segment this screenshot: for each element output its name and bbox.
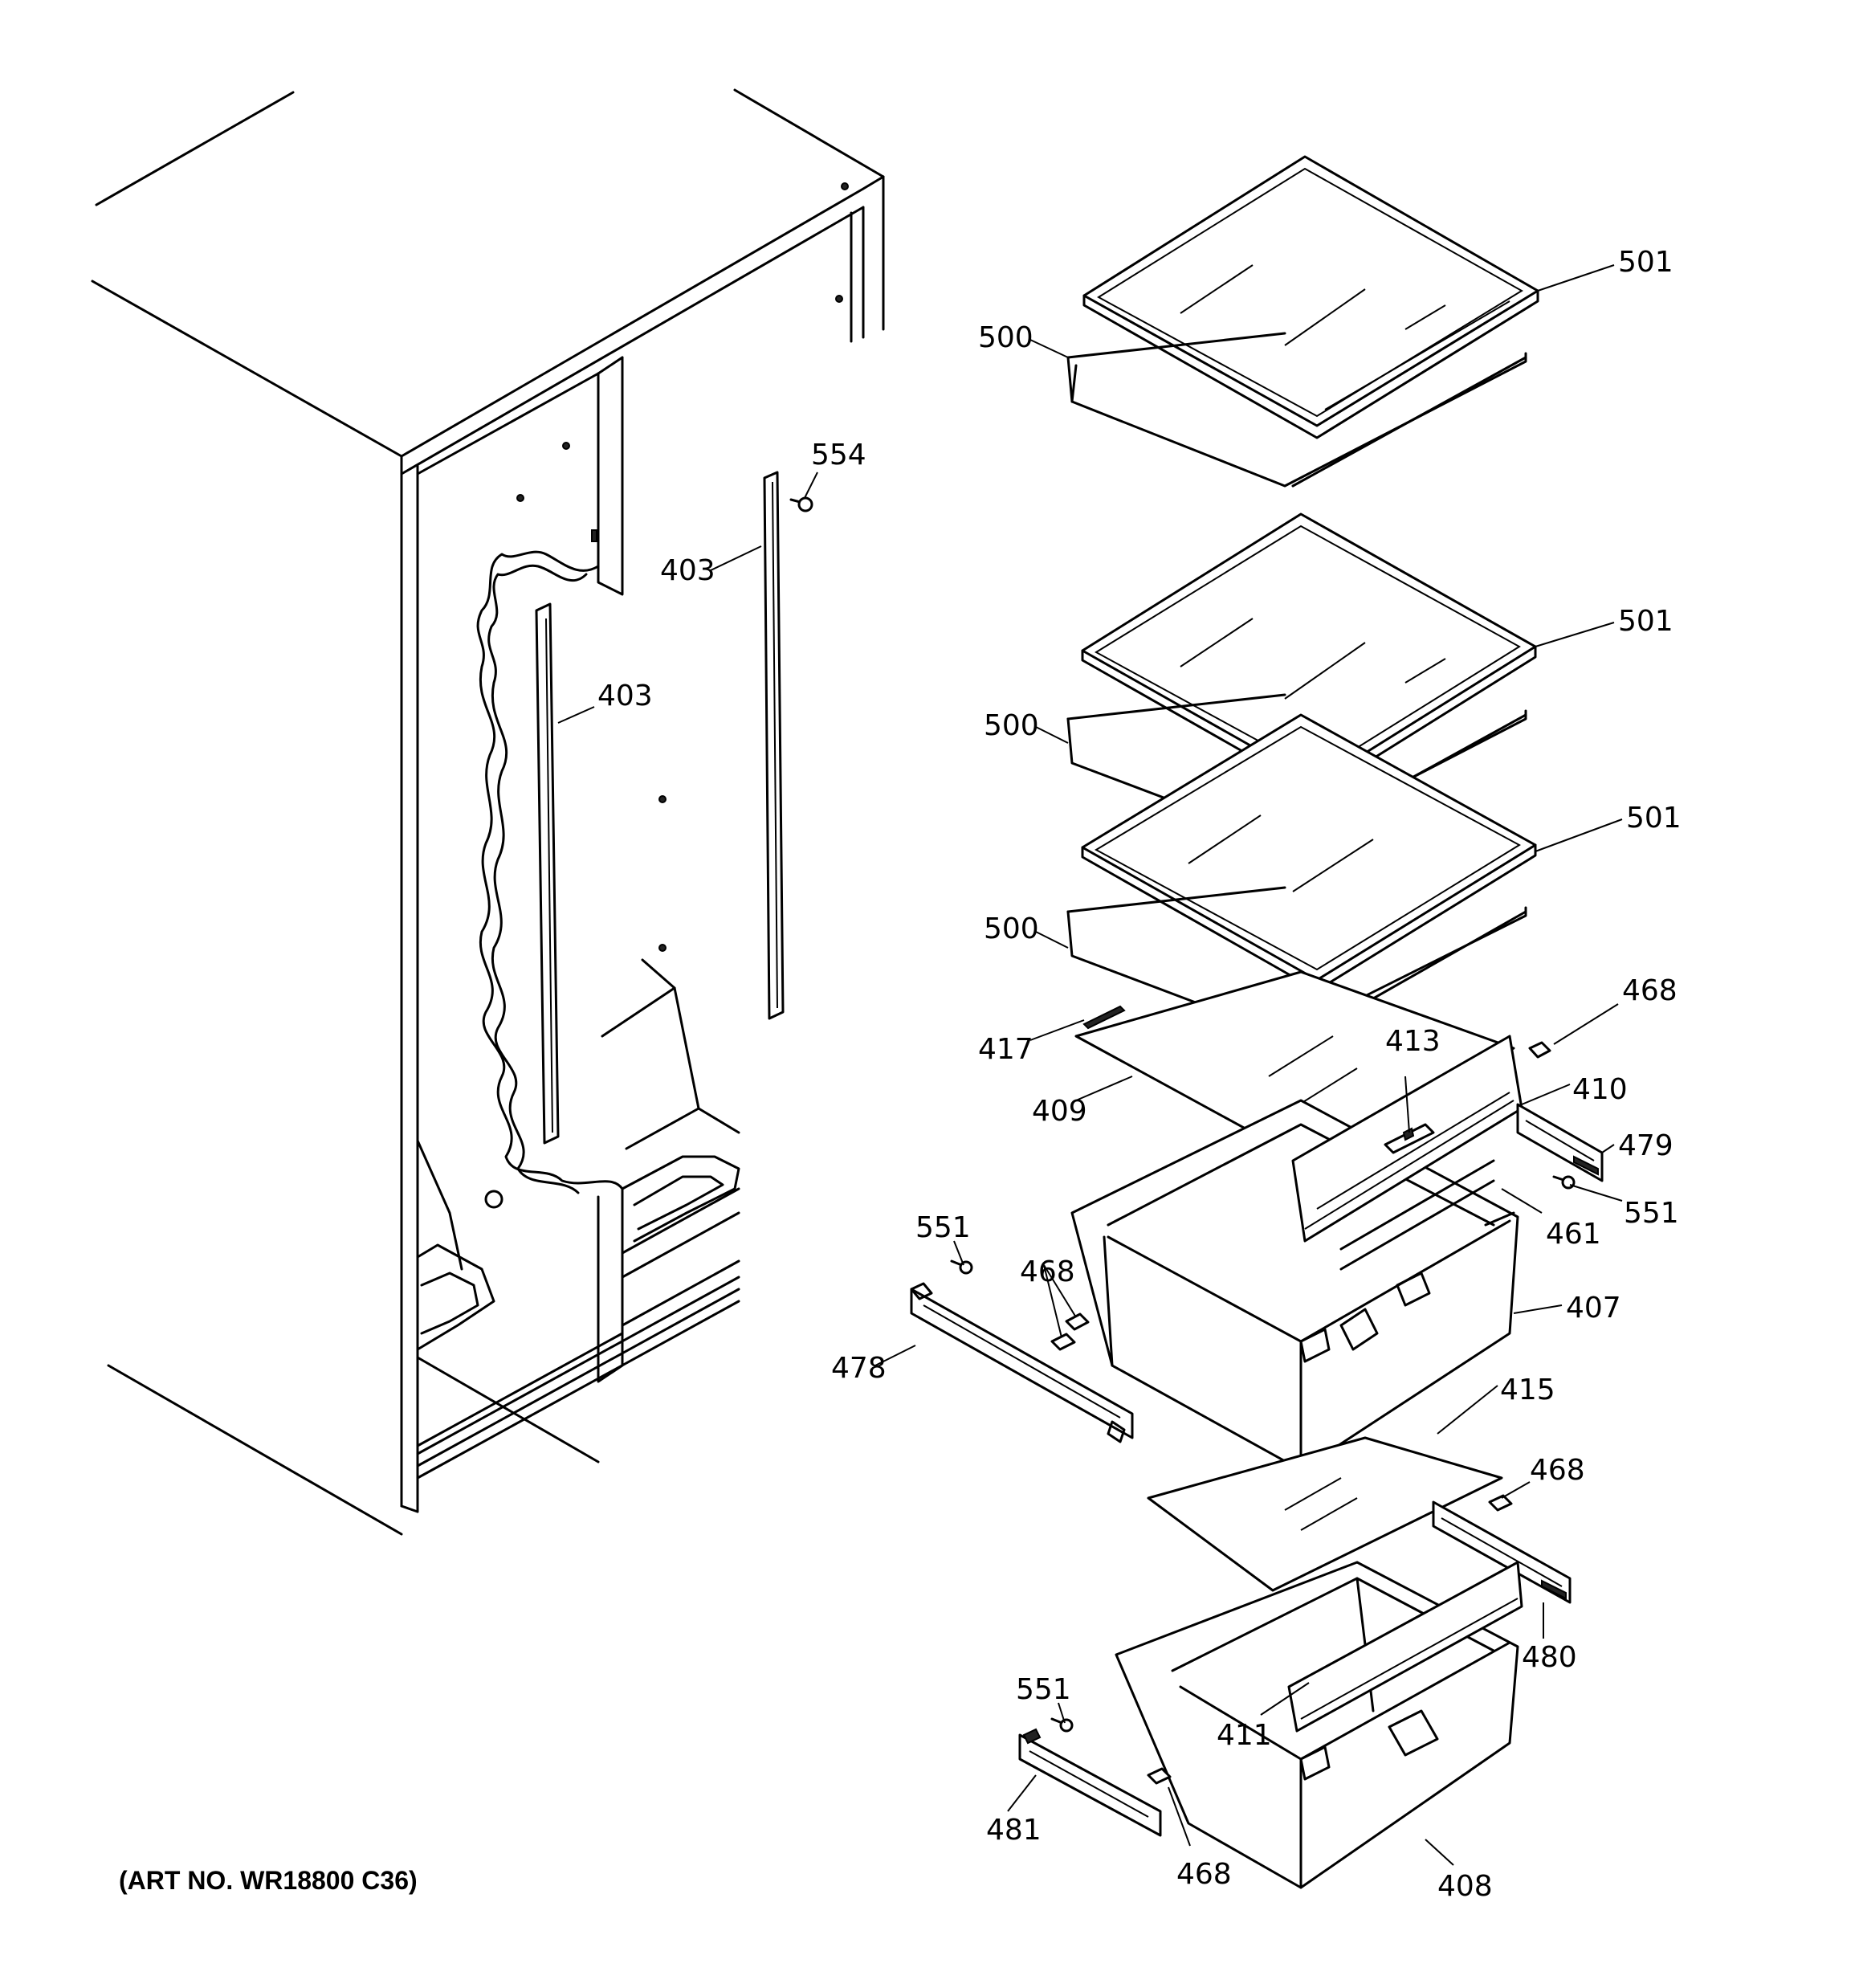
art-number: (ART NO. WR18800 C36) [119,1866,418,1895]
glass-shelf-lower [1081,713,1537,992]
screw-551-lower [1050,1717,1074,1733]
label-478: 478 [831,1352,887,1385]
label-501-middle: 501 [1618,605,1673,638]
crisper-pan-upper [1070,1099,1519,1472]
label-417: 417 [978,1033,1033,1066]
slide-stop-468-lower-right [1488,1494,1513,1512]
label-468-left: 468 [1020,1255,1075,1288]
label-501-lower: 501 [1626,802,1682,835]
pan-divider [1339,1159,1495,1271]
shelf-frame-top [1066,332,1527,488]
label-461: 461 [1546,1218,1601,1251]
screw-551-right [1552,1175,1576,1190]
label-403-right: 403 [660,554,715,587]
label-410: 410 [1572,1073,1628,1106]
label-500-lower: 500 [984,912,1039,945]
shelf-ladder-rail-right [763,471,785,1020]
label-411: 411 [1217,1719,1272,1752]
label-500-top: 500 [978,321,1033,354]
lower-pan-cover-glass [1147,1436,1503,1592]
label-479: 479 [1618,1129,1673,1162]
leader-lines [557,264,1623,1866]
label-481: 481 [986,1814,1042,1847]
label-468-upper-right: 468 [1622,974,1678,1007]
slide-rail-left-lower [1018,1728,1162,1837]
label-413: 413 [1385,1025,1441,1058]
screw-551-left [950,1259,973,1275]
slide-stop-468-upper-right [1528,1041,1551,1059]
label-468-lower-left: 468 [1176,1858,1232,1891]
glass-shelf-top [1082,155,1539,439]
label-501-top: 501 [1618,246,1673,279]
trim-417 [1082,1005,1126,1030]
slide-stop-468-lower-left [1147,1767,1172,1785]
label-403-left: 403 [597,680,653,712]
label-551-right: 551 [1624,1197,1679,1230]
label-409: 409 [1032,1095,1087,1128]
label-415: 415 [1500,1374,1555,1406]
label-500-middle: 500 [984,709,1039,742]
part-number-labels: 501 500 554 403 403 501 500 501 500 468 … [597,246,1682,1903]
refrigerator-cabinet [91,88,885,1536]
label-407: 407 [1566,1292,1621,1325]
label-408: 408 [1437,1870,1493,1903]
label-468-lower-right: 468 [1530,1454,1585,1487]
slide-rail-left-upper [910,1282,1134,1443]
screw-554 [789,496,813,512]
label-551-lower: 551 [1016,1673,1071,1706]
slide-rail-right-upper [1516,1103,1604,1182]
humidity-slide-control [1384,1123,1435,1154]
lower-pan-cover-front [1287,1561,1523,1733]
slide-rail-right-lower [1432,1500,1572,1604]
shelf-ladder-rail-left [535,602,560,1145]
label-551-left: 551 [915,1211,971,1244]
label-554: 554 [811,439,866,471]
label-480: 480 [1522,1641,1577,1674]
